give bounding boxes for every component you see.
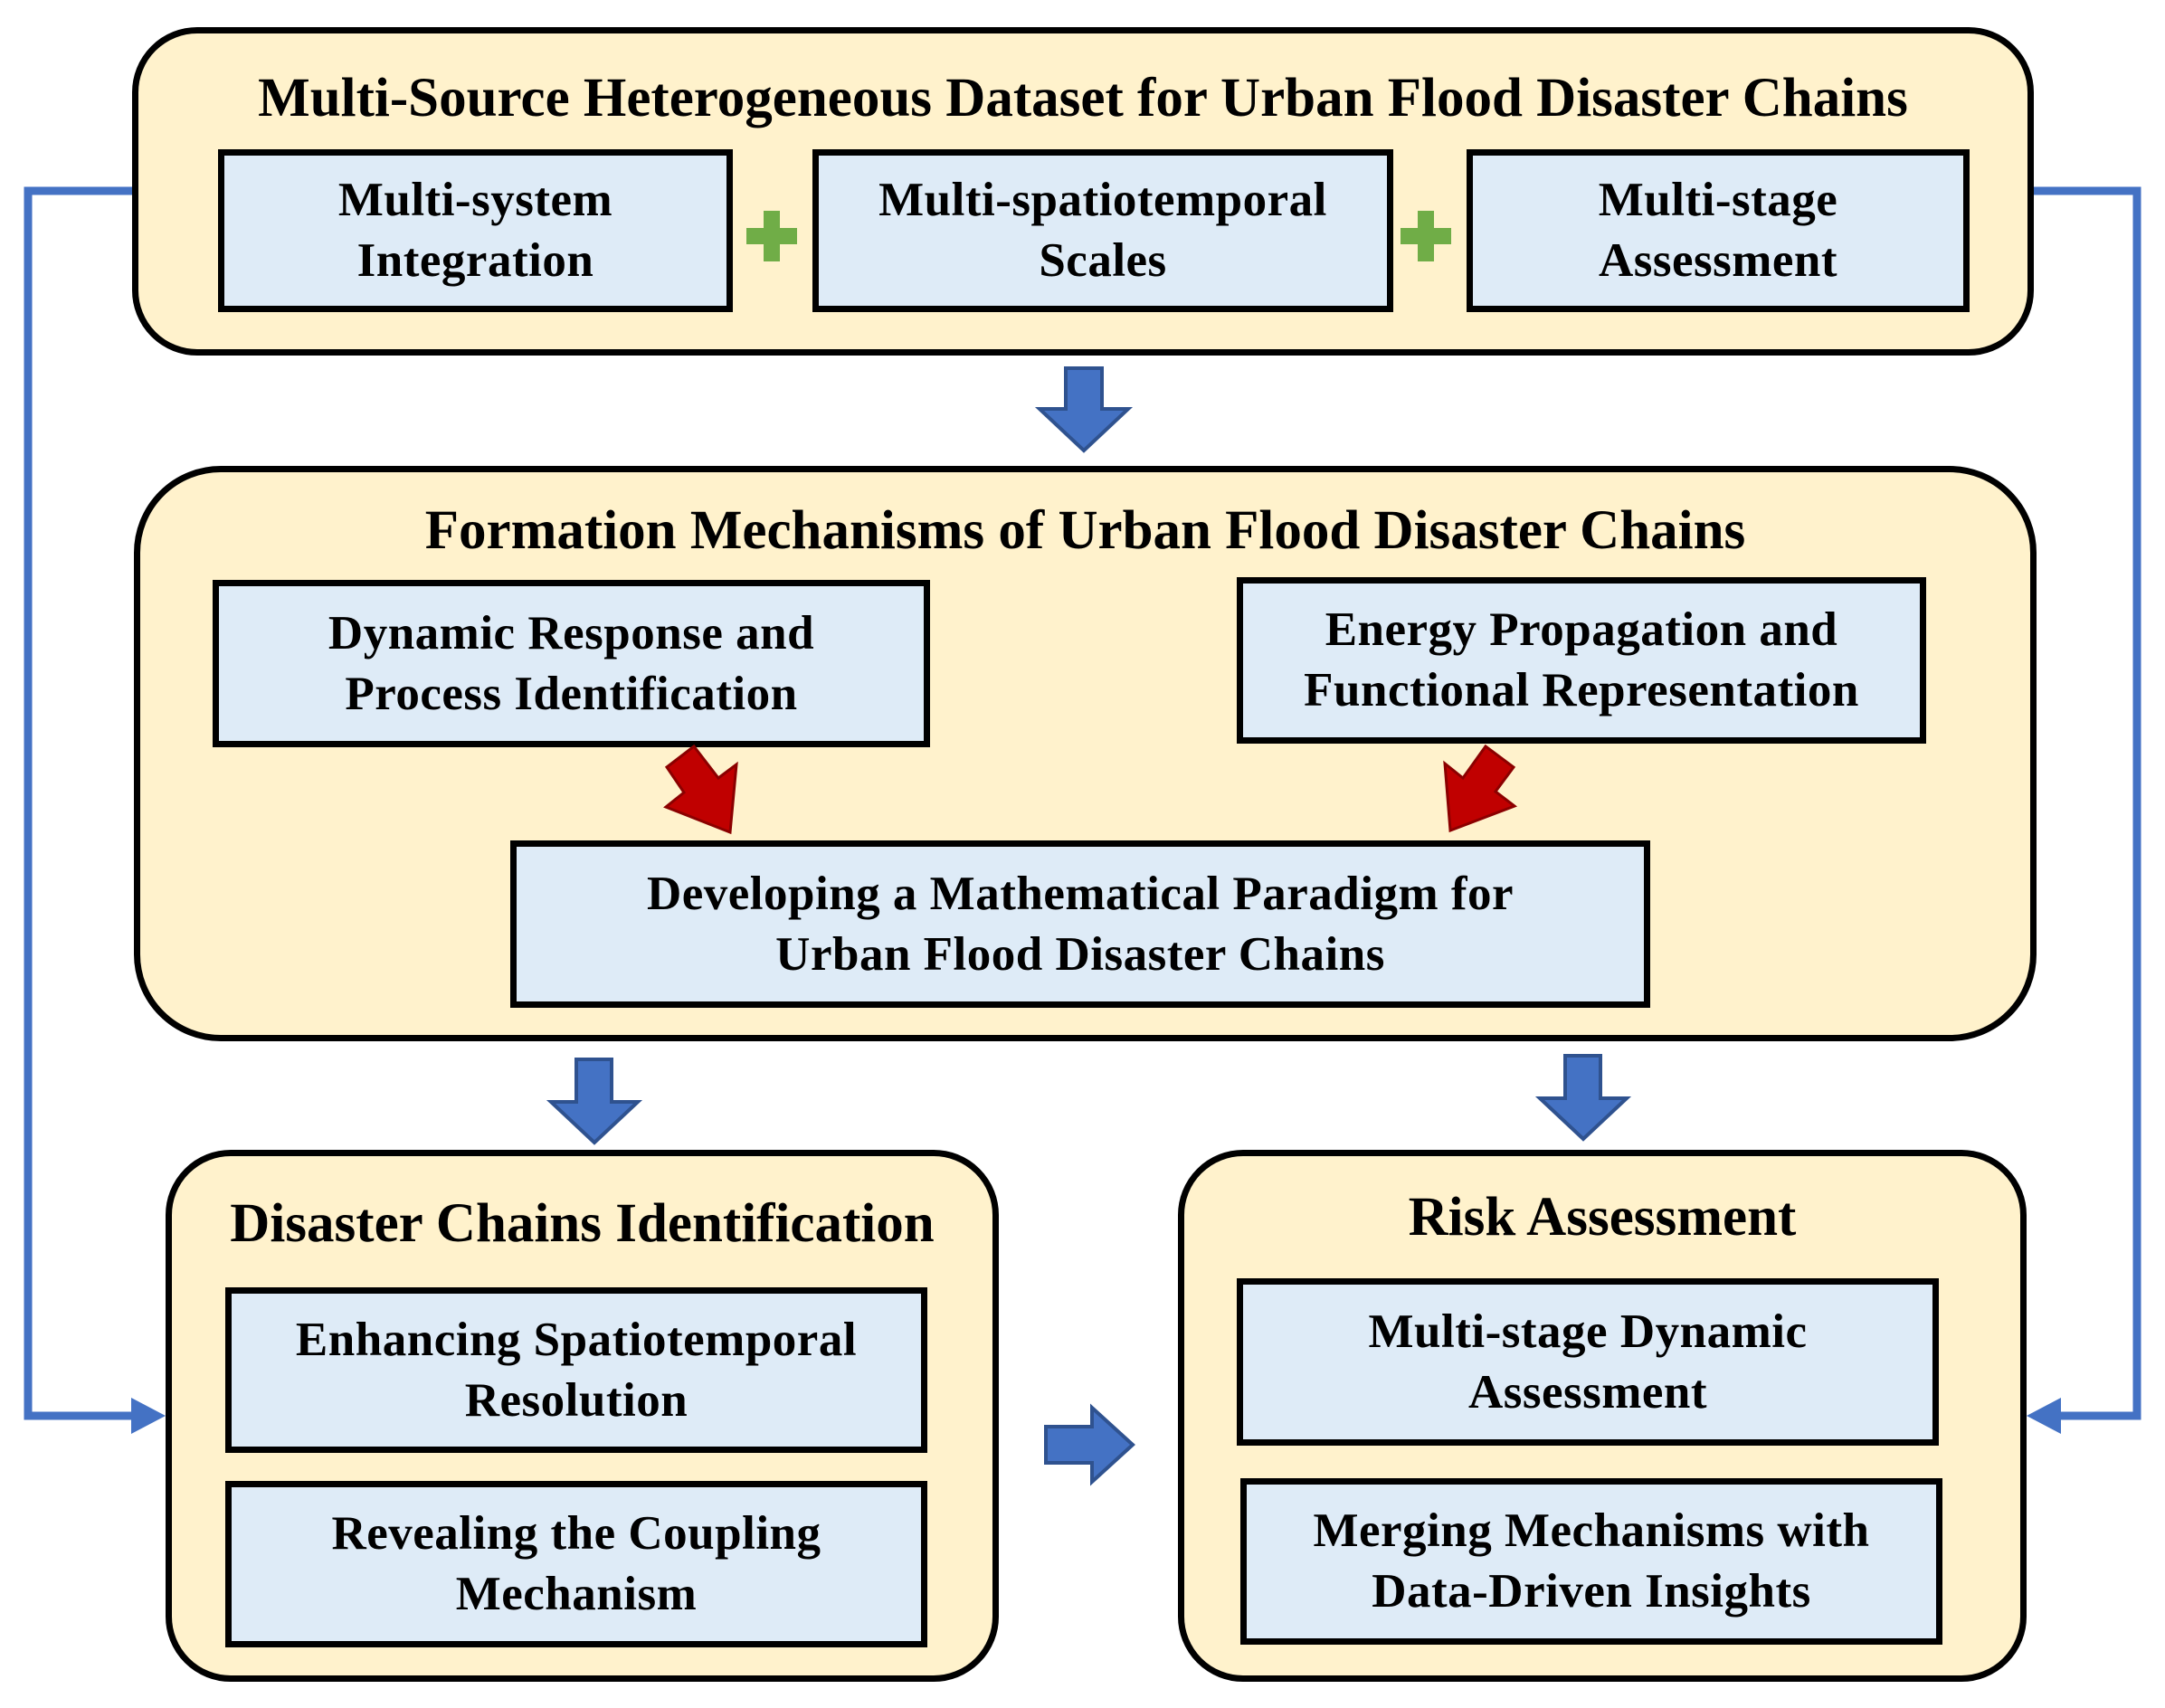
down-arrow-formation-to-risk [1534, 1054, 1632, 1142]
risk-title: Risk Assessment [1408, 1187, 1797, 1248]
multi-stage-assessment-box: Multi-stage Assessment [1467, 149, 1970, 312]
box-line: Functional Representation [1304, 664, 1859, 716]
mathematical-paradigm-box: Developing a Mathematical Paradigm for U… [510, 840, 1650, 1008]
dataset-title: Multi-Source Heterogeneous Dataset for U… [258, 68, 1908, 128]
dynamic-response-box: Dynamic Response and Process Identificat… [213, 580, 930, 747]
box-line: Mechanism [455, 1568, 698, 1620]
identification-title: Disaster Chains Identification [230, 1193, 935, 1254]
energy-propagation-box: Energy Propagation and Functional Repres… [1237, 577, 1926, 744]
merging-mechanisms-box: Merging Mechanisms with Data-Driven Insi… [1240, 1478, 1942, 1645]
left-feedback-arrowhead [131, 1398, 166, 1434]
box-line: Resolution [464, 1373, 688, 1427]
left-feedback-connector [24, 186, 138, 1420]
right-feedback-arrowhead [2027, 1398, 2061, 1434]
box-line: Revealing the Coupling [331, 1507, 821, 1560]
box-line: Integration [356, 234, 594, 287]
formation-title: Formation Mechanisms of Urban Flood Disa… [424, 500, 1746, 561]
box-line: Dynamic Response and [328, 606, 815, 659]
multi-system-integration-box: Multi-system Integration [218, 149, 733, 312]
down-arrow-formation-to-identification [546, 1058, 643, 1145]
box-line: Enhancing Spatiotemporal [295, 1313, 858, 1366]
coupling-mechanism-box: Revealing the Coupling Mechanism [225, 1481, 927, 1647]
box-line: Assessment [1467, 1365, 1708, 1419]
right-feedback-connector [2034, 186, 2141, 1420]
enhancing-resolution-box: Enhancing Spatiotemporal Resolution [225, 1287, 927, 1453]
box-line: Multi-spatiotemporal [878, 174, 1327, 226]
right-arrow-identification-to-risk [1044, 1403, 1135, 1486]
box-line: Data-Driven Insights [1372, 1565, 1811, 1618]
box-line: Process Identification [345, 667, 798, 720]
box-line: Urban Flood Disaster Chains [775, 927, 1385, 981]
box-line: Multi-system [337, 174, 613, 226]
multi-stage-dynamic-box: Multi-stage Dynamic Assessment [1237, 1278, 1939, 1446]
box-line: Scales [1039, 234, 1167, 287]
box-line: Assessment [1598, 234, 1838, 287]
down-arrow-dataset-to-formation [1034, 366, 1134, 453]
box-line: Energy Propagation and [1325, 603, 1838, 656]
box-line: Merging Mechanisms with [1313, 1504, 1870, 1557]
multi-spatiotemporal-scales-box: Multi-spatiotemporal Scales [812, 149, 1393, 312]
box-line: Developing a Mathematical Paradigm for [646, 867, 1515, 920]
box-line: Multi-stage Dynamic [1368, 1305, 1808, 1358]
box-line: Multi-stage [1598, 174, 1838, 226]
